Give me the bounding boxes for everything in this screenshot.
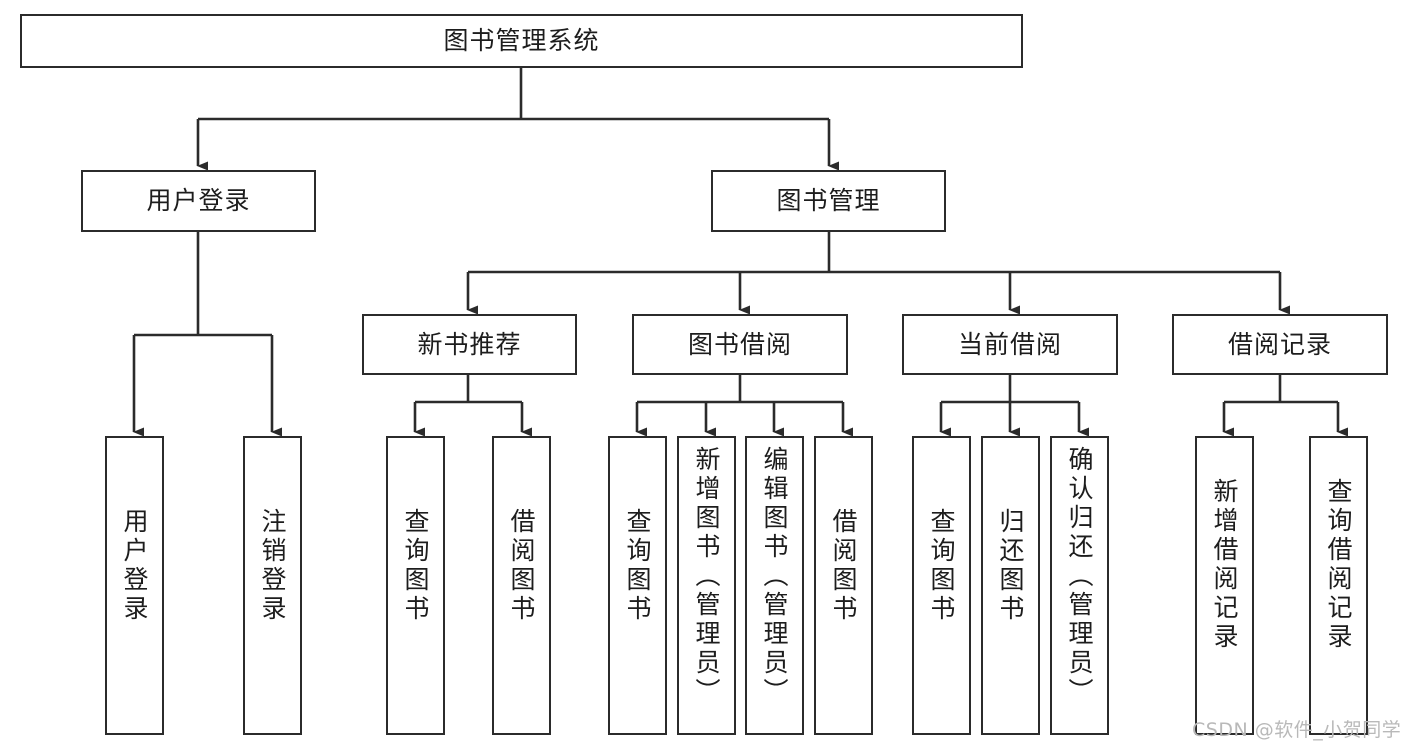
leaf-query-book-borrow[interactable]: 查询图书 bbox=[608, 436, 667, 735]
node-root-book-management-system[interactable]: 图书管理系统 bbox=[20, 14, 1023, 68]
leaf-return-book[interactable]: 归还图书 bbox=[981, 436, 1040, 735]
node-label: 新增借阅记录 bbox=[1210, 478, 1239, 652]
leaf-query-book-current[interactable]: 查询图书 bbox=[912, 436, 971, 735]
node-label: 图书管理 bbox=[776, 186, 881, 216]
node-book-borrow[interactable]: 图书借阅 bbox=[632, 314, 848, 375]
node-label: 当前借阅 bbox=[957, 329, 1062, 359]
node-label: 归还图书 bbox=[996, 508, 1025, 624]
node-label: 查询图书 bbox=[623, 508, 652, 624]
leaf-user-login[interactable]: 用户登录 bbox=[105, 436, 164, 735]
leaf-logout[interactable]: 注销登录 bbox=[243, 436, 302, 735]
node-label: 确认归还（管理员） bbox=[1065, 446, 1094, 707]
watermark: CSDN @软件_小贺同学 bbox=[1192, 719, 1402, 741]
node-label: 借阅记录 bbox=[1227, 329, 1332, 359]
leaf-add-book-admin[interactable]: 新增图书（管理员） bbox=[677, 436, 736, 735]
node-label: 注销登录 bbox=[258, 508, 287, 624]
node-label: 查询借阅记录 bbox=[1324, 478, 1353, 652]
node-current-borrow[interactable]: 当前借阅 bbox=[902, 314, 1118, 375]
leaf-edit-book-admin[interactable]: 编辑图书（管理员） bbox=[745, 436, 804, 735]
node-label: 图书借阅 bbox=[687, 329, 792, 359]
node-label: 新增图书（管理员） bbox=[692, 446, 721, 707]
node-new-book-recommend[interactable]: 新书推荐 bbox=[362, 314, 577, 375]
node-label: 查询图书 bbox=[927, 508, 956, 624]
node-label: 编辑图书（管理员） bbox=[760, 446, 789, 707]
node-borrow-record[interactable]: 借阅记录 bbox=[1172, 314, 1388, 375]
node-label: 图书管理系统 bbox=[443, 26, 600, 56]
node-label: 借阅图书 bbox=[507, 508, 536, 624]
node-label: 借阅图书 bbox=[829, 508, 858, 624]
node-user-login[interactable]: 用户登录 bbox=[81, 170, 316, 232]
leaf-query-borrow-record[interactable]: 查询借阅记录 bbox=[1309, 436, 1368, 735]
node-label: 用户登录 bbox=[146, 186, 251, 216]
node-label: 查询图书 bbox=[401, 508, 430, 624]
leaf-add-borrow-record[interactable]: 新增借阅记录 bbox=[1195, 436, 1254, 735]
node-label: 用户登录 bbox=[120, 508, 149, 624]
node-label: 新书推荐 bbox=[417, 329, 522, 359]
leaf-borrow-book[interactable]: 借阅图书 bbox=[814, 436, 873, 735]
leaf-borrow-book-recommend[interactable]: 借阅图书 bbox=[492, 436, 551, 735]
node-book-management[interactable]: 图书管理 bbox=[711, 170, 946, 232]
leaf-query-book-recommend[interactable]: 查询图书 bbox=[386, 436, 445, 735]
leaf-confirm-return-admin[interactable]: 确认归还（管理员） bbox=[1050, 436, 1109, 735]
